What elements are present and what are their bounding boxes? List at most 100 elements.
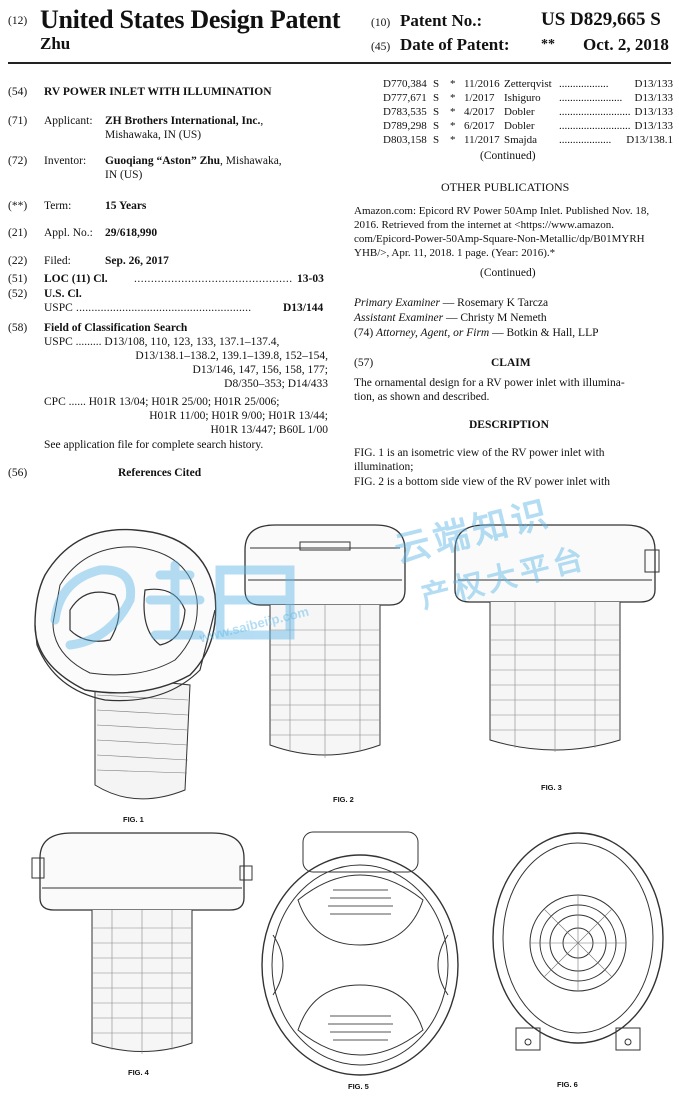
field-line-8: See application file for complete search… (44, 439, 264, 451)
description-heading: DESCRIPTION (469, 419, 549, 431)
inventor-location-2: IN (US) (105, 169, 143, 181)
fig6-bottom-drawing (492, 832, 664, 1051)
ref-date: 1/2017 (464, 92, 495, 104)
inventor-name: Guoqiang “Aston” Zhu (105, 155, 221, 167)
ref-date: 11/2017 (464, 134, 500, 146)
claim-line-1: The ornamental design for a RV power inl… (354, 377, 625, 389)
description-line-3: FIG. 2 is a bottom side view of the RV p… (354, 476, 610, 488)
code-58: (58) (8, 322, 28, 334)
fig4-side-drawing (31, 832, 253, 1054)
filed-date: Sep. 26, 2017 (105, 255, 169, 267)
code-21: (21) (8, 227, 28, 239)
ref-class: D13/138.1 (626, 134, 673, 146)
references-cited-heading: References Cited (118, 467, 202, 479)
ref-number: D777,671 (383, 92, 427, 104)
attorney-name: — Botkin & Hall, LLP (489, 327, 599, 339)
document-title: United States Design Patent (40, 5, 341, 34)
ref-leader: .................. (559, 78, 609, 90)
fig2-label: FIG. 2 (333, 795, 354, 804)
ref-leader: ....................... (559, 92, 623, 104)
primary-examiner-name: — Rosemary K Tarcza (439, 297, 549, 309)
attorney-label: Attorney, Agent, or Firm (376, 327, 490, 339)
term-value: 15 Years (105, 200, 147, 212)
fig2-bottom-side-drawing (244, 524, 406, 758)
other-publications-heading: OTHER PUBLICATIONS (441, 180, 570, 194)
date-label: Date of Patent: (400, 35, 510, 54)
ref-star: * (450, 78, 456, 90)
fig1-isometric-drawing (34, 528, 217, 800)
ref-number: D783,535 (383, 106, 427, 118)
date-of-patent: Oct. 2, 2018 (583, 35, 669, 54)
loc-value: 13-03 (297, 273, 324, 285)
code-71: (71) (8, 115, 28, 127)
us-cl-label: U.S. Cl. (44, 288, 82, 300)
field-search-label: Field of Classification Search (44, 322, 188, 334)
appl-number: 29/618,990 (105, 227, 158, 239)
ref-class: D13/133 (634, 78, 674, 90)
ref-number: D803,158 (383, 134, 427, 146)
ref-kind: S (433, 92, 440, 104)
uspc-leader: ........................................… (76, 302, 252, 314)
ref-name: Dobler (504, 120, 535, 132)
ref-star: * (450, 134, 456, 146)
claim-line-2: tion, as shown and described. (354, 391, 490, 403)
code-12: (12) (8, 15, 28, 27)
watermark-logo (50, 560, 295, 650)
ref-number: D789,298 (383, 120, 427, 132)
field-line-3: D13/146, 147, 156, 158, 177; (192, 364, 328, 376)
fig4-label: FIG. 4 (128, 1068, 149, 1077)
ref-leader: .......................... (559, 120, 631, 132)
ref-name: Smajda (504, 134, 537, 146)
ref-star: * (450, 92, 456, 104)
header-rule (8, 62, 671, 64)
fig5-label: FIG. 5 (348, 1082, 369, 1091)
inventor-label: Inventor: (44, 155, 87, 167)
patent-number: US D829,665 S (541, 9, 661, 30)
field-line-1: USPC ......... D13/108, 110, 123, 133, 1… (44, 336, 280, 348)
appl-label: Appl. No.: (44, 227, 93, 239)
code-22: (22) (8, 255, 28, 267)
code-term: (**) (8, 200, 28, 212)
fig3-side-drawing (454, 524, 660, 752)
fig3-label: FIG. 3 (541, 783, 562, 792)
code-72: (72) (8, 155, 28, 167)
ref-name: Ishiguro (504, 92, 541, 104)
applicant-comma: , (260, 115, 264, 127)
field-line-6: H01R 11/00; H01R 9/00; H01R 13/44; (149, 410, 328, 422)
ref-star: * (450, 106, 456, 118)
loc-label: LOC (11) Cl. (44, 273, 108, 285)
publication-line-3: com/Epicord-Power-50Amp-Square-Non-Metal… (354, 233, 645, 245)
field-line-2: D13/138.1–138.2, 139.1–139.8, 152–154, (135, 350, 328, 362)
ref-leader: ................... (559, 134, 612, 146)
primary-examiner-label: Primary Examiner (354, 297, 440, 309)
code-74: (74) (354, 327, 374, 339)
continued-1: (Continued) (480, 150, 536, 162)
filed-label: Filed: (44, 255, 71, 267)
ref-name: Zetterqvist (504, 78, 552, 90)
field-line-5: CPC ...... H01R 13/04; H01R 25/00; H01R … (44, 396, 280, 408)
code-51: (51) (8, 273, 28, 285)
applicant-name: ZH Brothers International, Inc. (105, 115, 261, 127)
uspc-label: USPC (44, 302, 73, 314)
ref-kind: S (433, 106, 440, 118)
publication-line-4: YHB/>, Apr. 11, 2018. 1 page. (Year: 201… (354, 247, 556, 259)
applicant-location: Mishawaka, IN (US) (105, 129, 202, 141)
ref-class: D13/133 (634, 106, 674, 118)
date-flag: ** (541, 37, 555, 52)
inventor-location-1: , Mishawaka, (220, 155, 282, 167)
ref-date: 4/2017 (464, 106, 495, 118)
code-45: (45) (371, 41, 391, 53)
assistant-examiner-label: Assistant Examiner (354, 312, 444, 324)
assistant-examiner-name: — Christy M Nemeth (443, 312, 547, 324)
ref-date: 11/2016 (464, 78, 500, 90)
code-54: (54) (8, 86, 28, 98)
code-57: (57) (354, 357, 374, 369)
ref-date: 6/2017 (464, 120, 495, 132)
claim-heading: CLAIM (491, 357, 531, 369)
ref-class: D13/133 (634, 120, 674, 132)
ref-number: D770,384 (383, 78, 427, 90)
ref-star: * (450, 120, 456, 132)
ref-kind: S (433, 120, 440, 132)
description-line-1: FIG. 1 is an isometric view of the RV po… (354, 447, 605, 459)
field-line-7: H01R 13/447; B60L 1/00 (210, 424, 328, 436)
